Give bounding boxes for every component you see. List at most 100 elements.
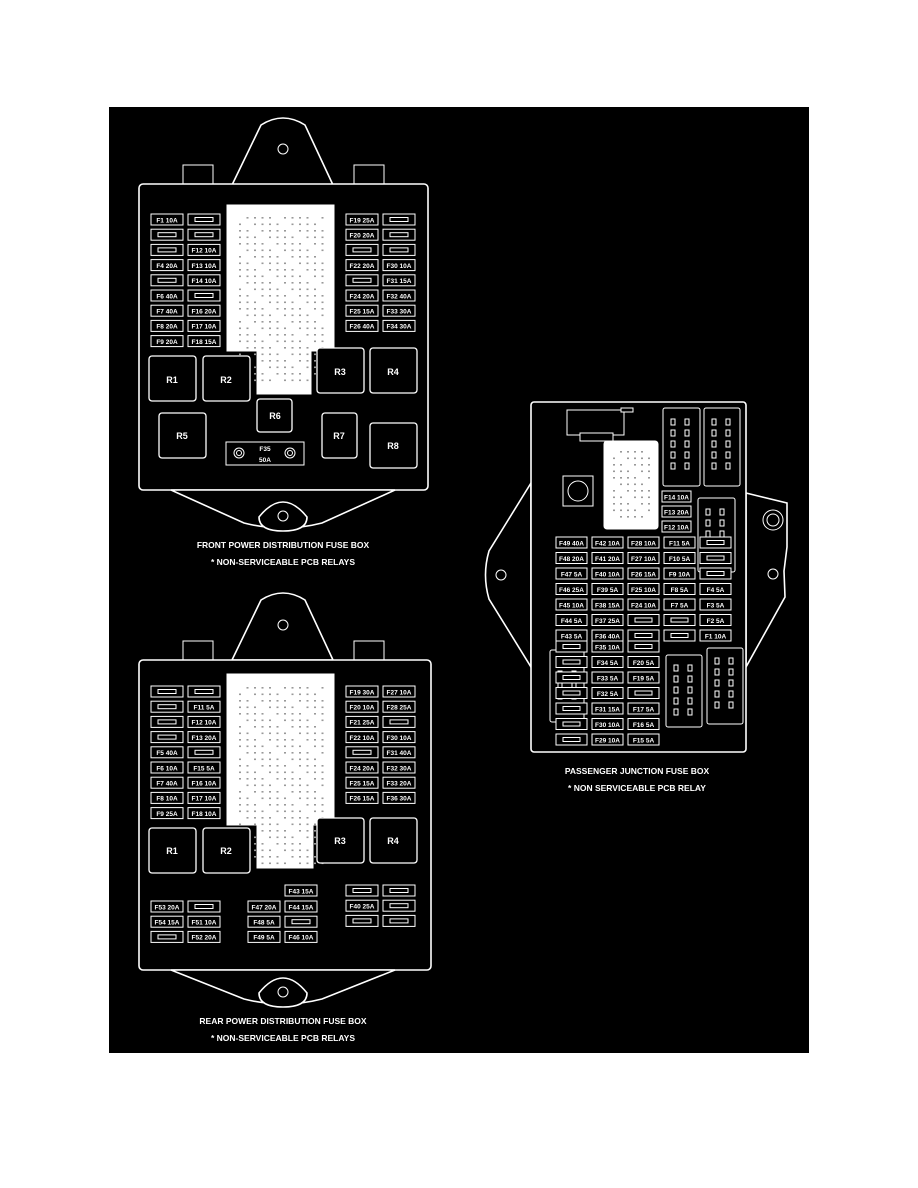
fuse-label: F30 10A — [595, 722, 620, 729]
front-box-note: * NON-SERVICEABLE PCB RELAYS — [211, 557, 355, 567]
fuse-label: F24 20A — [350, 293, 375, 300]
fuse-label: F32 5A — [597, 691, 619, 698]
fuse: F43 15A — [284, 884, 318, 897]
fuse-label: F19 5A — [633, 675, 655, 682]
fuse-label: F39 5A — [597, 587, 619, 594]
fuse: F48 5A — [247, 915, 281, 928]
fuse-label: F17 10A — [192, 324, 217, 331]
fuse-label: F25 10A — [631, 587, 656, 594]
fuse: F6 40A — [150, 289, 184, 302]
rear-bottom-mount-ear — [258, 977, 308, 1008]
passenger-right-ear-connector-inner — [766, 513, 780, 527]
relay-R1-label: R1 — [166, 375, 178, 385]
fuse-label: F34 30A — [387, 324, 412, 331]
fuse-label: F30 10A — [387, 263, 412, 270]
fuse-label: F9 25A — [156, 811, 178, 818]
passenger-right-ear-connector-outer — [762, 509, 784, 531]
empty-fuse-slot — [150, 930, 184, 943]
fuse-label: F45 10A — [559, 602, 584, 609]
fuse-label: F12 10A — [664, 524, 689, 531]
fuse: F28 10A — [627, 536, 660, 549]
passenger-left-ear-hole — [495, 569, 507, 581]
fuse-label: F51 10A — [192, 920, 217, 927]
fuse: F33 20A — [382, 776, 416, 789]
fuse-label: F54 15A — [155, 920, 180, 927]
fuse: F13 10A — [187, 259, 221, 272]
relay-R4: R4 — [369, 347, 418, 394]
fuse: F39 5A — [591, 583, 624, 595]
fuse: F32 30A — [382, 761, 416, 774]
fuse: F26 40A — [345, 319, 379, 332]
front-center-fuse-id: F35 — [259, 446, 271, 453]
fuse-label: F31 40A — [387, 750, 412, 757]
fuse: F8 20A — [150, 319, 184, 332]
empty-fuse-slot — [345, 884, 379, 897]
fuse: F31 40A — [382, 746, 416, 759]
fuse-label: F26 15A — [350, 796, 375, 803]
fuse-label: F21 25A — [350, 720, 375, 727]
passenger-right-ear — [745, 491, 788, 671]
fuse: F38 15A — [591, 598, 624, 611]
fuse-label: F11 5A — [194, 705, 215, 712]
fuse: F46 10A — [284, 930, 318, 943]
fuse-label: F27 10A — [631, 556, 656, 563]
fuse: F24 20A — [345, 761, 379, 774]
fuse: F13 20A — [187, 731, 221, 744]
relay-R1: R1 — [148, 355, 197, 402]
fuse-label: F43 15A — [289, 888, 314, 895]
relay-R2: R2 — [202, 355, 251, 402]
fuse-label: F22 20A — [350, 263, 375, 270]
fuse: F16 5A — [627, 718, 660, 730]
fuse-label: F44 15A — [289, 904, 314, 911]
fuse-label: F17 10A — [192, 796, 217, 803]
fuse: F34 30A — [382, 319, 416, 332]
fuse: F8 5A — [663, 583, 696, 595]
fuse: F8 10A — [150, 791, 184, 804]
empty-fuse-slot — [150, 243, 184, 256]
empty-fuse-slot — [555, 702, 588, 715]
fuse-label: F12 10A — [192, 248, 217, 255]
fuse-label: F47 20A — [252, 904, 277, 911]
fuse: F15 5A — [187, 761, 221, 774]
fuse-label: F8 5A — [671, 587, 689, 594]
fuse: F3 5A — [699, 598, 732, 611]
front-center-fuse-rating: 50A — [259, 457, 271, 464]
fuse: F9 25A — [150, 807, 184, 820]
passenger-pcb-board — [603, 440, 659, 530]
fuse: F13 20A — [661, 505, 692, 518]
fuse: F46 25A — [555, 583, 588, 595]
fuse: F19 30A — [345, 685, 379, 698]
passenger-connector-f — [706, 647, 744, 725]
relay-R4: R4 — [369, 817, 418, 864]
fuse: F41 20A — [591, 552, 624, 564]
fuse-label: F11 5A — [669, 540, 690, 547]
fuse: F20 10A — [345, 700, 379, 713]
fuse: F37 25A — [591, 614, 624, 626]
fuse: F25 15A — [345, 304, 379, 317]
empty-fuse-slot — [150, 715, 184, 728]
fuse: F24 10A — [627, 598, 660, 611]
empty-fuse-slot — [699, 552, 732, 564]
fuse-label: F28 25A — [387, 705, 412, 712]
fuse-label: F15 5A — [633, 737, 655, 744]
fuse: F28 25A — [382, 700, 416, 713]
relay-R6-label: R6 — [269, 411, 281, 421]
fuse: F45 10A — [555, 598, 588, 611]
empty-fuse-slot — [555, 656, 588, 668]
fuse: F34 5A — [591, 656, 624, 668]
fuse: F30 10A — [382, 731, 416, 744]
fuse-label: F36 30A — [387, 796, 412, 803]
fuse-label: F41 20A — [595, 556, 620, 563]
fuse: F30 10A — [591, 718, 624, 730]
fuse-label: F27 10A — [387, 689, 412, 696]
empty-fuse-slot — [284, 915, 318, 928]
empty-fuse-slot — [382, 914, 416, 927]
fuse: F15 5A — [627, 733, 660, 746]
fuse: F40 10A — [591, 567, 624, 580]
passenger-pcb-connectors — [613, 451, 650, 518]
empty-fuse-slot — [699, 536, 732, 549]
